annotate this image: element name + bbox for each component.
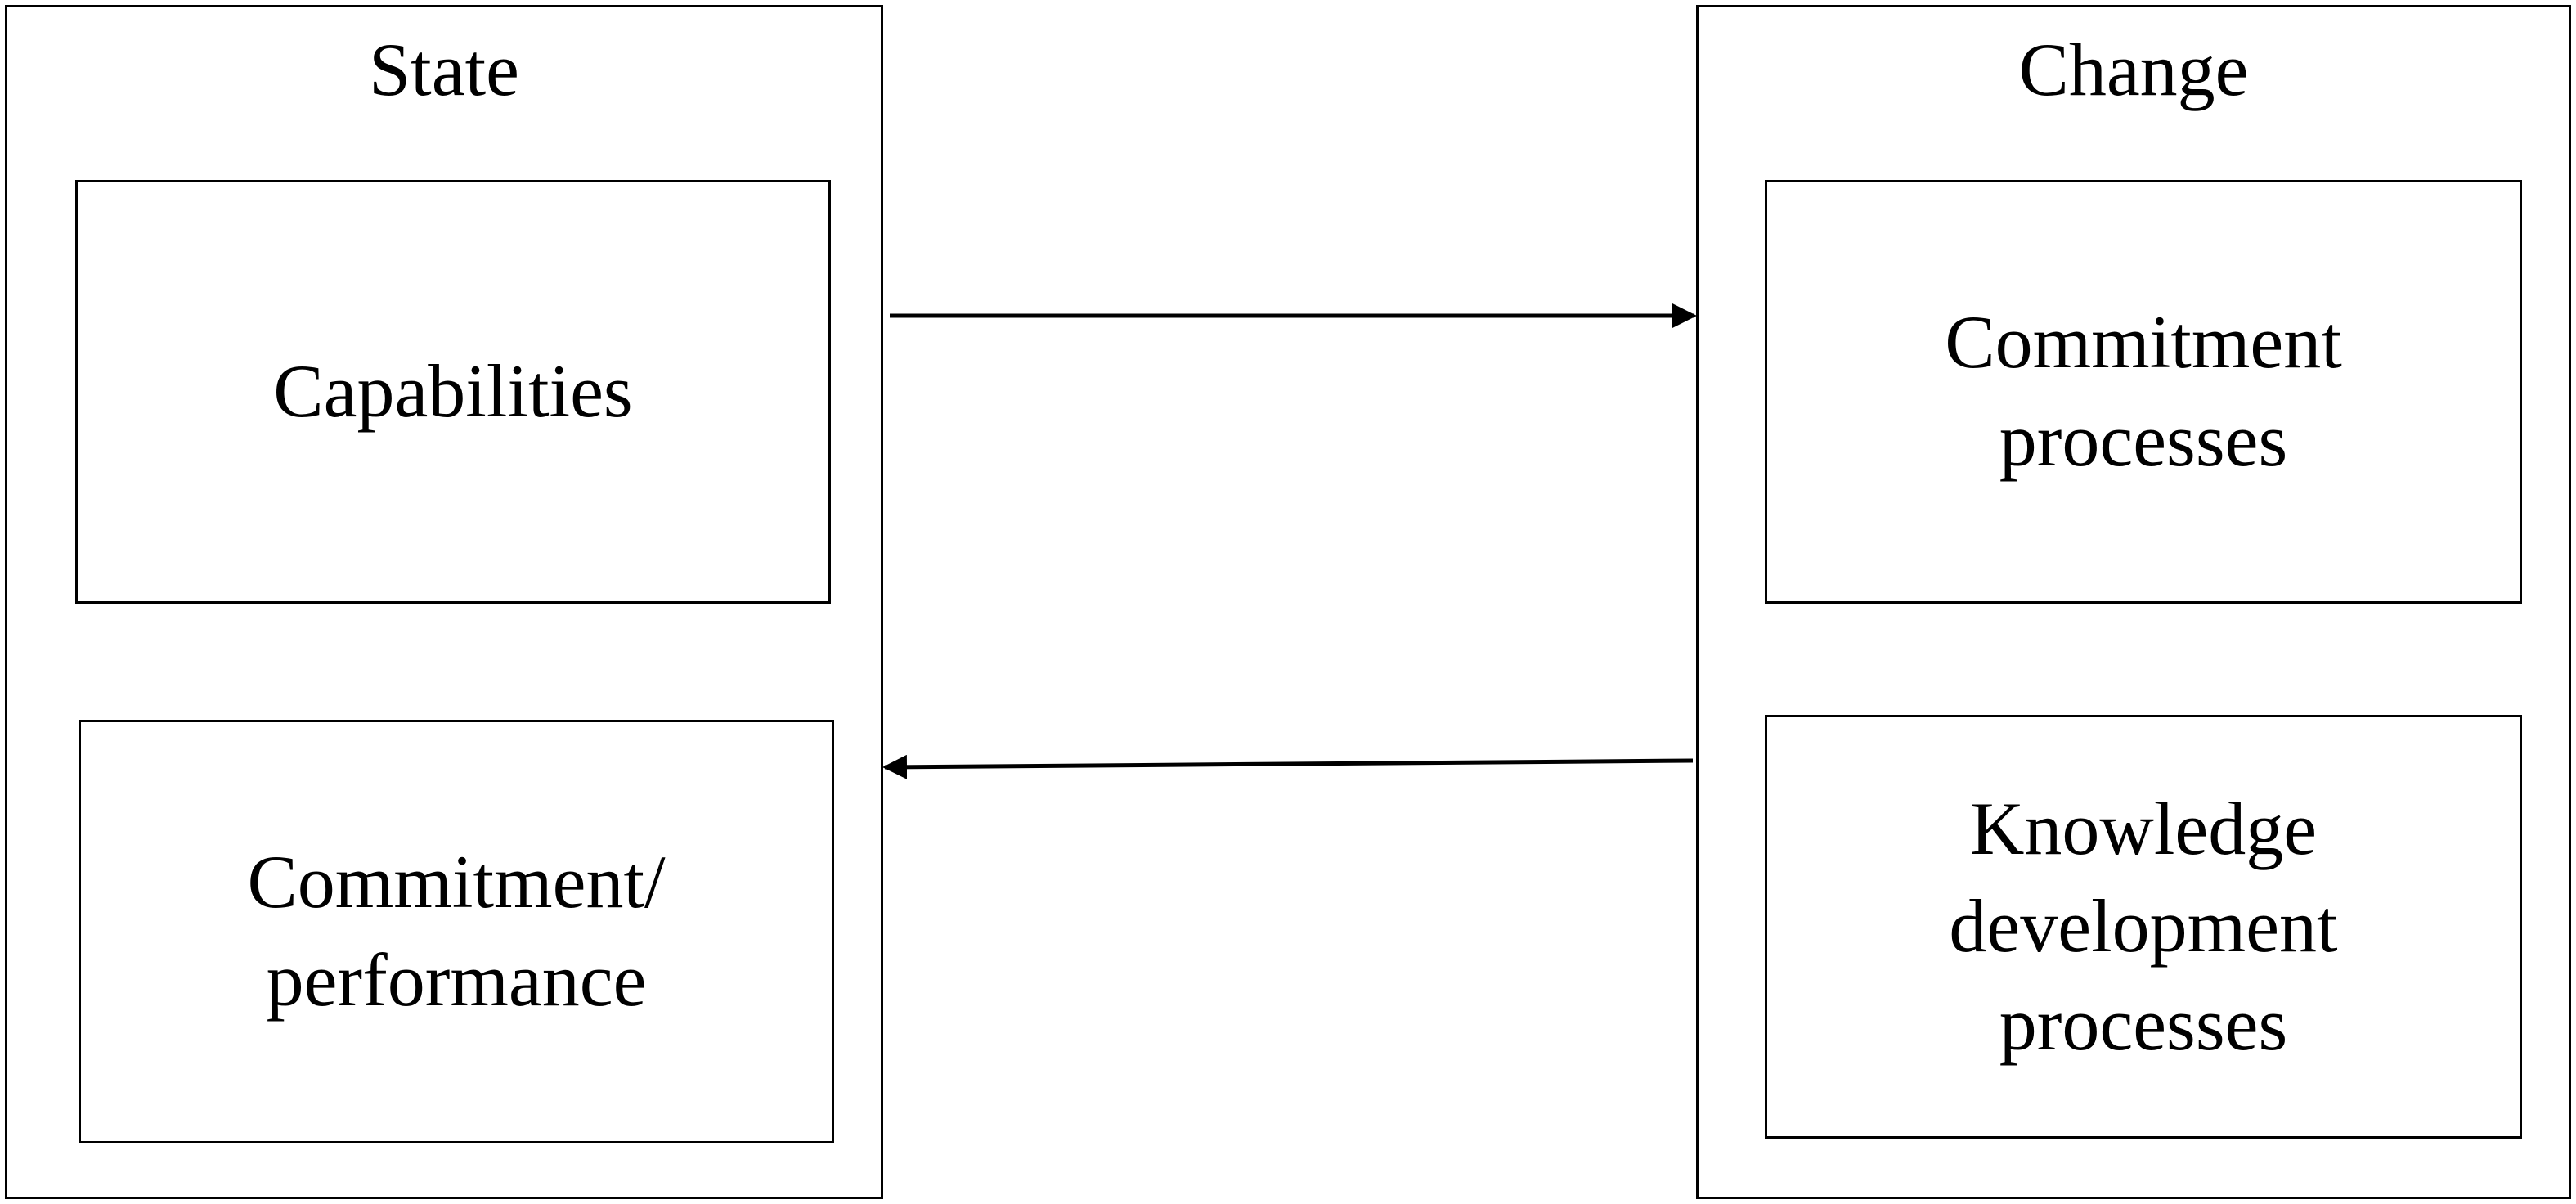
knowledge-development-box: Knowledge development processes [1765, 715, 2522, 1139]
commitment-processes-box: Commitment processes [1765, 180, 2522, 604]
arrow-change-to-state [882, 754, 1694, 779]
commitment-processes-label: Commitment processes [1945, 300, 2342, 482]
state-title: State [369, 28, 519, 111]
capabilities-box: Capabilities [75, 180, 831, 604]
commitment-performance-box: Commitment/ performance [79, 720, 834, 1143]
commitment-performance-label: Commitment/ performance [247, 840, 666, 1022]
change-title: Change [2018, 28, 2249, 111]
capabilities-label: Capabilities [273, 349, 633, 434]
knowledge-development-label: Knowledge development processes [1949, 786, 2338, 1066]
